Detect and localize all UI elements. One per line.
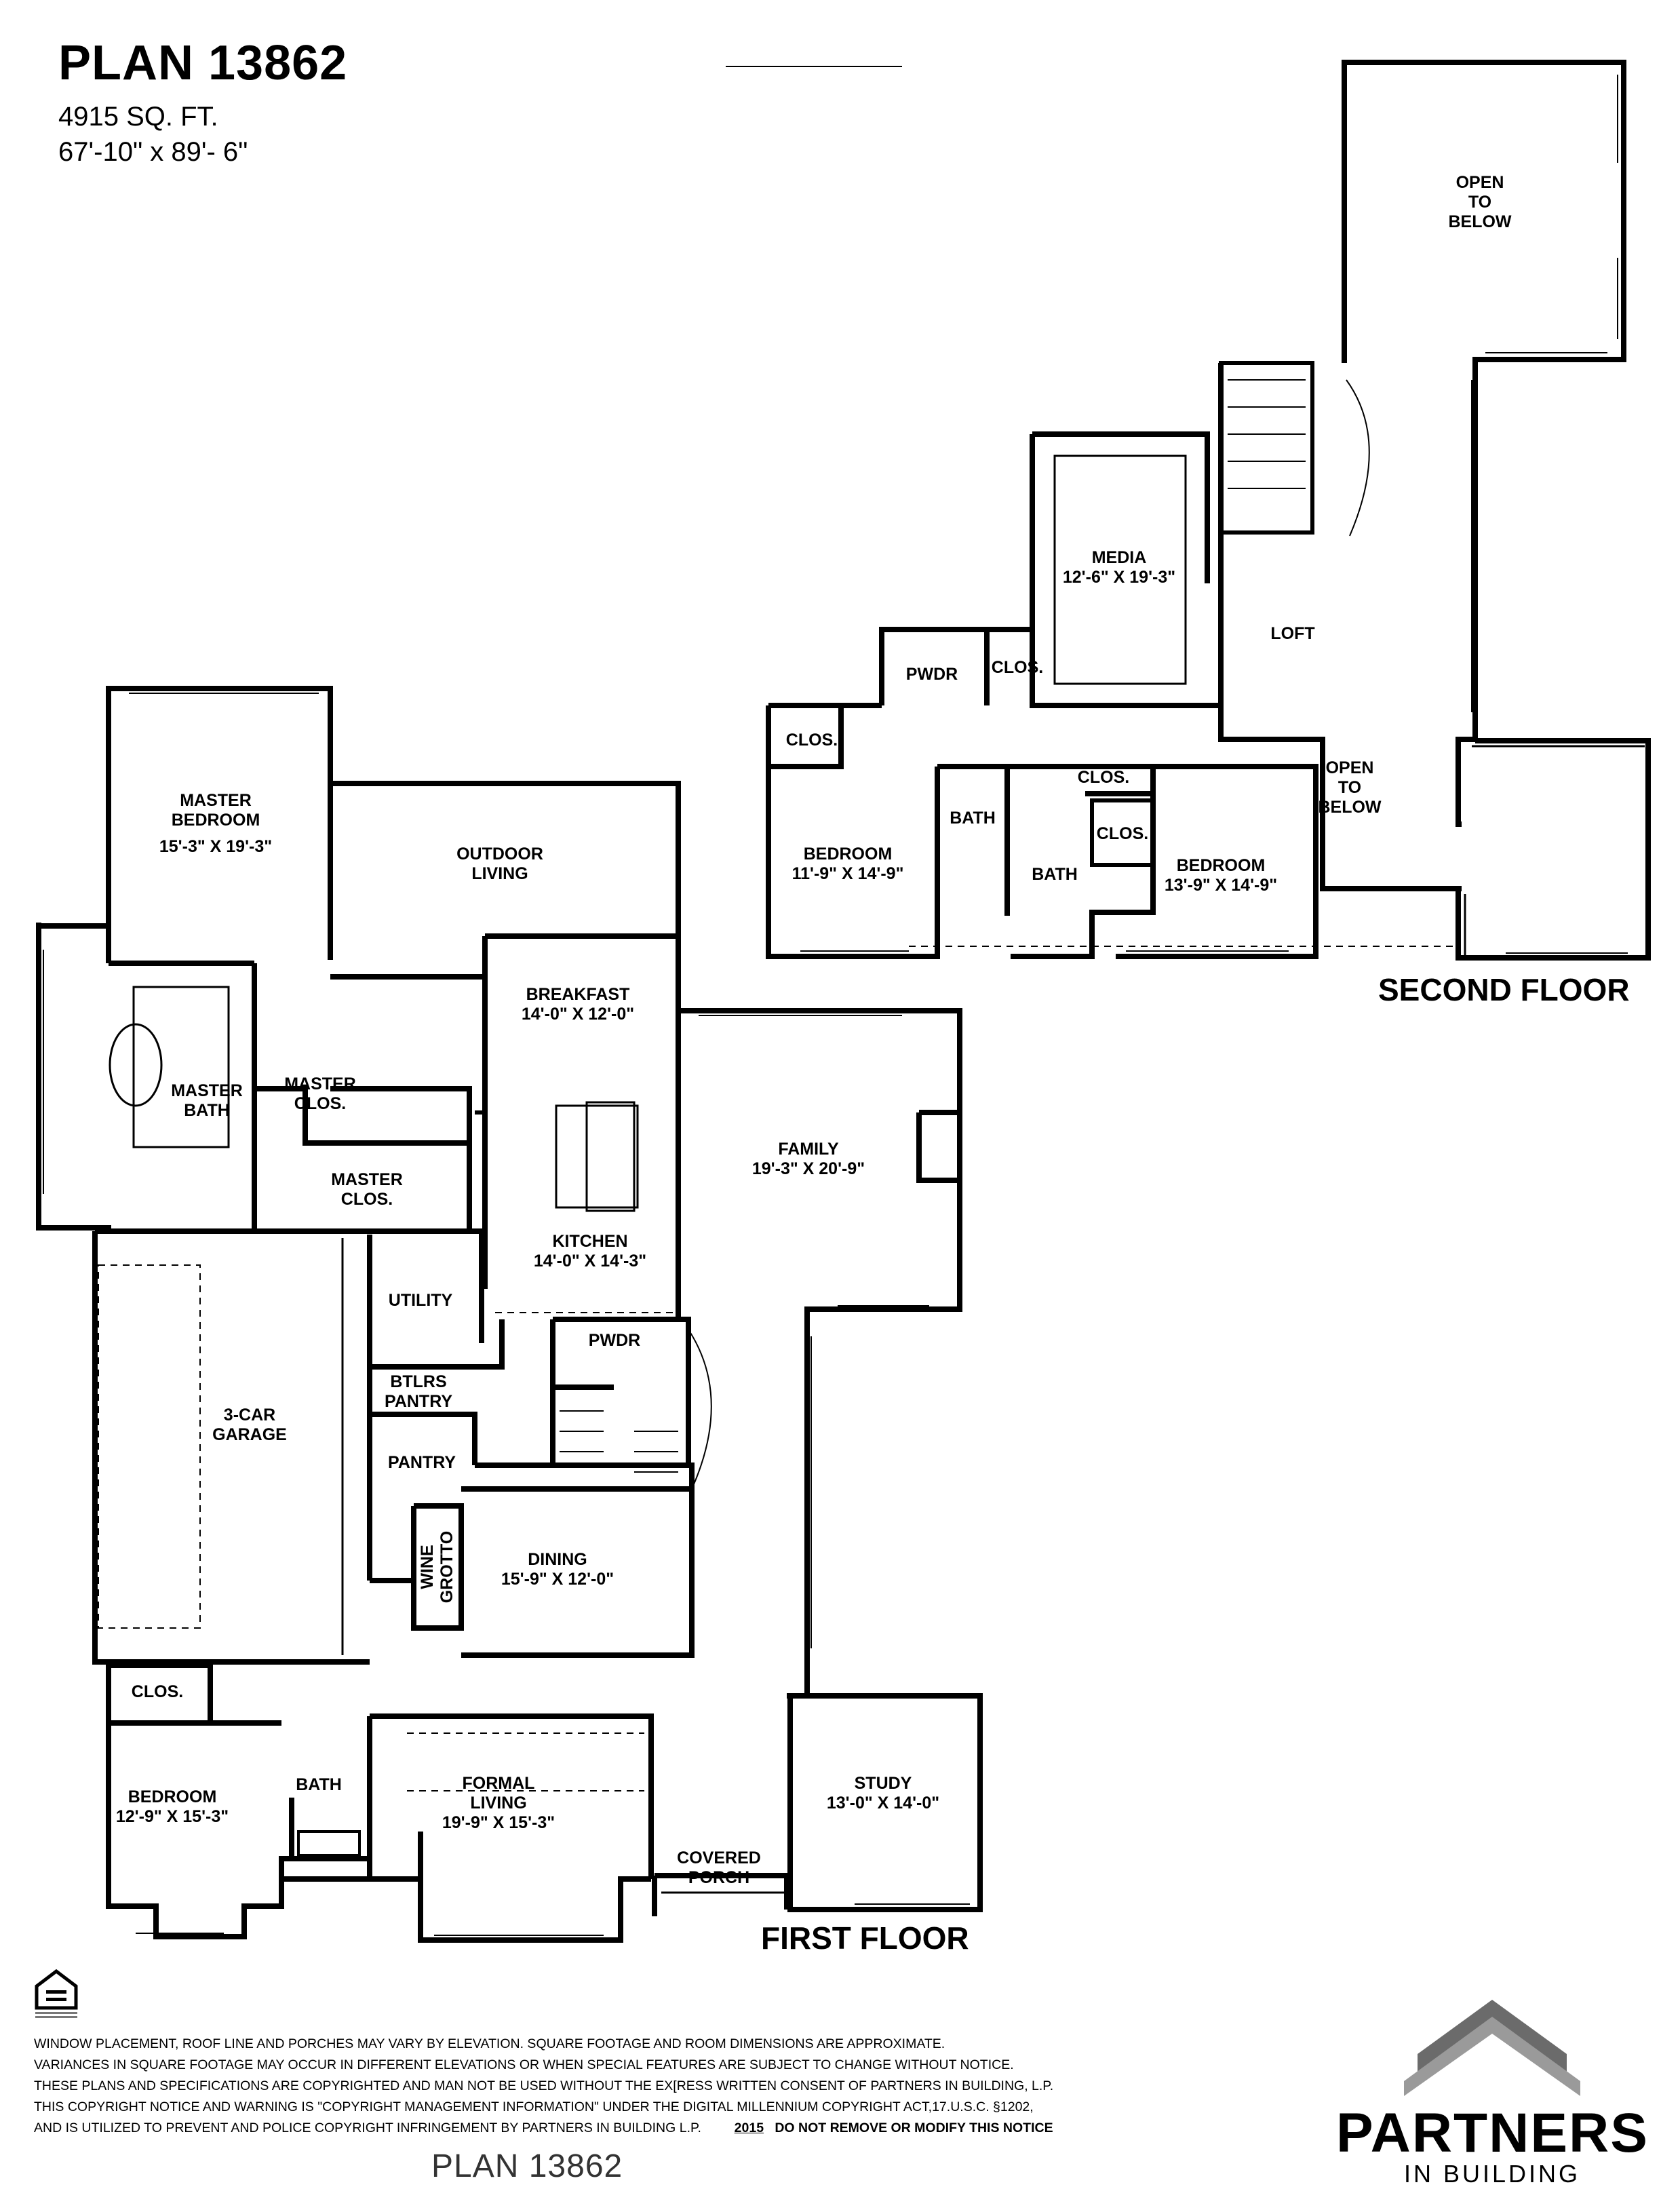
room-wine-grotto: WINE GROTTO <box>418 1530 456 1604</box>
room-pwdr-1st: PWDR <box>588 1331 641 1350</box>
room-master-bedroom: MASTER BEDROOM 15'-3" X 19'-3" <box>159 791 273 856</box>
room-utility: UTILITY <box>388 1291 453 1310</box>
partners-in-building-logo: PARTNERS IN BUILDING <box>1336 1979 1649 2188</box>
roof-chevron-logo-icon <box>1404 2000 1580 2096</box>
room-pwdr-2nd: PWDR <box>905 665 958 684</box>
disclaimer-line-3: THESE PLANS AND SPECIFICATIONS ARE COPYR… <box>34 2078 1054 2093</box>
dashed-lines <box>98 946 1458 1791</box>
room-dining: DINING 15'-9" X 12'-0" <box>501 1550 614 1589</box>
room-3-car-garage: 3-CAR GARAGE <box>212 1406 287 1444</box>
brand-name: PARTNERS <box>1336 2102 1649 2164</box>
plan-square-footage: 4915 SQ. FT. <box>58 102 218 132</box>
room-clos-bedroom-left: CLOS. <box>785 731 838 750</box>
brand-subtitle: IN BUILDING <box>1403 2160 1581 2188</box>
watermark-plan-number: PLAN 13862 <box>431 2148 623 2184</box>
room-family: FAMILY 19'-3" X 20'-9" <box>751 1140 865 1178</box>
room-master-bath: MASTER BATH <box>171 1081 243 1120</box>
second-floor-label: SECOND FLOOR <box>1378 972 1630 1007</box>
bathtub-icon <box>109 1023 163 1107</box>
disclaimer-line-4: THIS COPYRIGHT NOTICE AND WARNING IS "CO… <box>34 2099 1034 2114</box>
room-bedroom-left-2nd: BEDROOM 11'-9" X 14'-9" <box>792 845 904 883</box>
disclaimer-line-5: AND IS UTILIZED TO PREVENT AND POLICE CO… <box>34 2120 1053 2135</box>
plan-title: PLAN 13862 <box>58 36 348 90</box>
second-floor-walls <box>766 60 1651 961</box>
room-outdoor-living: OUTDOOR LIVING <box>456 845 543 883</box>
room-bedroom-right-2nd: BEDROOM 13'-9" X 14'-9" <box>1164 856 1278 895</box>
room-bedroom-1st: BEDROOM 12'-9" X 15'-3" <box>115 1787 229 1826</box>
disclaimer-year: 2015 <box>734 2120 764 2135</box>
room-loft: LOFT <box>1270 624 1315 643</box>
disclaimer-line-2: VARIANCES IN SQUARE FOOTAGE MAY OCCUR IN… <box>34 2057 1014 2072</box>
first-floor-label: FIRST FLOOR <box>761 1920 969 1956</box>
room-breakfast: BREAKFAST 14'-0" X 12'-0" <box>521 985 635 1024</box>
room-bath-left-2nd: BATH <box>950 809 996 828</box>
room-clos-media: CLOS. <box>991 658 1044 677</box>
disclaimer-line-1: WINDOW PLACEMENT, ROOF LINE AND PORCHES … <box>34 2036 945 2051</box>
room-bath-right-2nd: BATH <box>1032 865 1078 884</box>
room-closet-1st: CLOS. <box>131 1682 184 1701</box>
room-bath-1st: BATH <box>296 1775 342 1794</box>
room-butlers-pantry: BTLRS PANTRY <box>385 1372 452 1411</box>
room-kitchen: KITCHEN 14'-0" X 14'-3" <box>533 1232 647 1271</box>
room-master-closet: MASTER CLOS. <box>331 1170 403 1209</box>
room-study: STUDY 13'-0" X 14'-0" <box>826 1774 940 1813</box>
room-master-closet-top: MASTER CLOS. <box>284 1074 356 1113</box>
room-clos-bath-top: CLOS. <box>1077 768 1130 787</box>
room-pantry: PANTRY <box>388 1453 456 1472</box>
room-formal-living: FORMAL LIVING 19'-9" X 15'-3" <box>442 1774 555 1832</box>
copyright-disclaimer: WINDOW PLACEMENT, ROOF LINE AND PORCHES … <box>34 2034 1323 2139</box>
room-covered-porch: COVERED PORCH <box>677 1848 761 1887</box>
room-open-to-below-mid: OPEN TO BELOW <box>1318 758 1382 817</box>
room-media: MEDIA 12'-6" X 19'-3" <box>1062 548 1176 587</box>
plan-dimensions: 67'-10" x 89'- 6" <box>58 137 248 167</box>
window-lines <box>43 66 1628 1936</box>
first-floor-walls <box>36 686 983 1943</box>
room-clos-bedroom-right: CLOS. <box>1096 824 1149 843</box>
stairs <box>560 379 1370 1490</box>
disclaimer-warning: DO NOT REMOVE OR MODIFY THIS NOTICE <box>775 2120 1053 2135</box>
room-open-to-below-top: OPEN TO BELOW <box>1448 173 1512 231</box>
equal-housing-icon <box>35 1969 78 2018</box>
